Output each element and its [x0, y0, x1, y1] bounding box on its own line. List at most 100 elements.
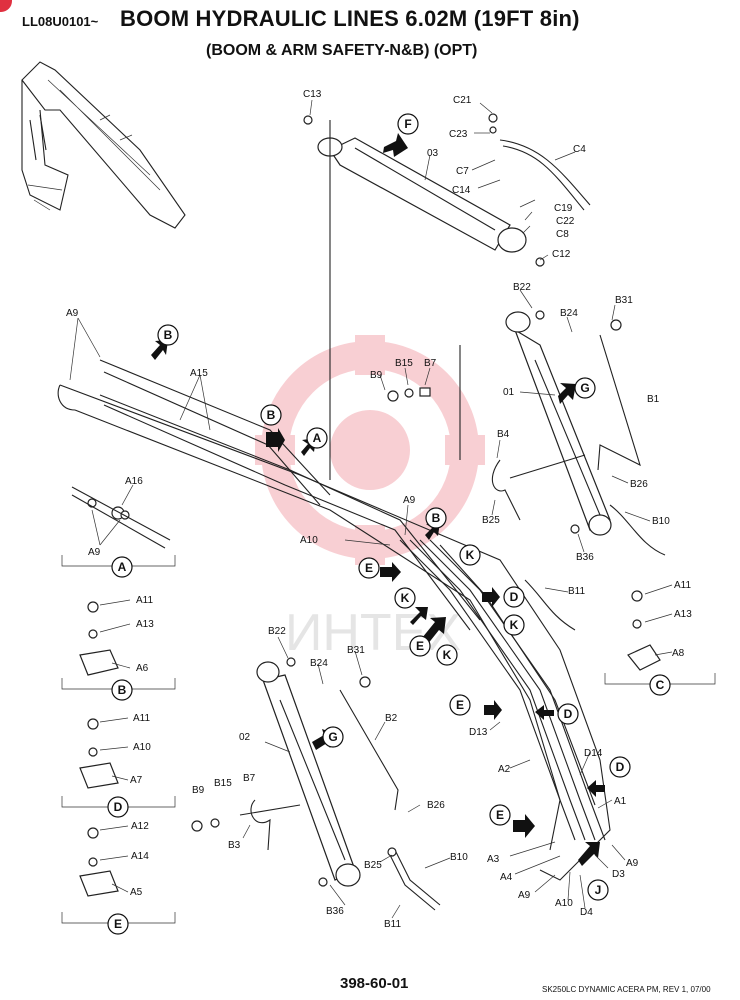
callout-a14: A14: [131, 851, 149, 862]
svg-text:E: E: [496, 808, 504, 822]
svg-text:K: K: [443, 648, 452, 662]
view-marker-K2: K: [394, 587, 416, 609]
svg-text:E: E: [114, 917, 122, 931]
callout-d13: D13: [469, 727, 488, 738]
callout-b26-right: B26: [630, 479, 648, 490]
callout-b26-left: B26: [427, 800, 445, 811]
view-marker-D3: D: [609, 756, 631, 778]
section-label-C: C: [649, 674, 671, 696]
callout-a1: A1: [614, 796, 627, 807]
view-marker-D2: D: [557, 703, 579, 725]
svg-text:K: K: [510, 618, 519, 632]
excavator-thumbnail: [21, 61, 186, 229]
page-number: 398-60-01: [340, 975, 409, 992]
callout-a9-right: A9: [626, 858, 639, 869]
callout-b9-left: B9: [192, 785, 205, 796]
callout-b22-top: B22: [513, 282, 531, 293]
arm-cylinder-03: [317, 137, 527, 253]
callout-b7-left: B7: [243, 773, 256, 784]
callout-a9-secA: A9: [88, 547, 101, 558]
part-callouts: C13 C21 C23 C4 C7 03 C14 C19 C22 C8 C12 …: [66, 89, 692, 930]
callout-c14: C14: [452, 185, 471, 196]
callout-b15-top: B15: [395, 358, 413, 369]
view-marker-B2: B: [260, 404, 282, 426]
svg-text:F: F: [404, 117, 411, 131]
callout-a13-secC: A13: [674, 609, 692, 620]
view-marker-K4: K: [436, 644, 458, 666]
callout-b24-top: B24: [560, 308, 578, 319]
callout-a13-secB: A13: [136, 619, 154, 630]
svg-text:D: D: [616, 760, 625, 774]
callout-a10-bottom: A10: [555, 898, 573, 909]
tube-b1: [597, 334, 641, 471]
svg-text:B: B: [164, 328, 173, 342]
callout-a9-top: A9: [66, 308, 79, 319]
callout-c13: C13: [303, 89, 322, 100]
callout-c12: C12: [552, 249, 571, 260]
callout-c8: C8: [556, 229, 569, 240]
svg-text:K: K: [466, 548, 475, 562]
callout-c19: C19: [554, 203, 573, 214]
model-note: SK250LC DYNAMIC ACERA PM, REV 1, 07/00: [542, 985, 711, 994]
page-subtitle: (BOOM & ARM SAFETY-N&B) (OPT): [206, 42, 478, 59]
boom-outline: [57, 120, 611, 881]
callout-b25-right: B25: [482, 515, 500, 526]
tube-b2: [339, 689, 399, 811]
svg-text:A: A: [313, 431, 322, 445]
section-label-A: A: [111, 556, 133, 578]
callout-b7-top: B7: [424, 358, 437, 369]
view-marker-B1: B: [157, 324, 179, 346]
svg-text:K: K: [401, 591, 410, 605]
callout-b1: B1: [647, 394, 660, 405]
boom-cylinder-02: [256, 661, 361, 887]
drawing-code: LL08U0101~: [22, 14, 99, 29]
svg-text:D: D: [114, 800, 123, 814]
boom-cylinder-01: [505, 311, 612, 536]
view-marker-G2: G: [322, 726, 344, 748]
leader-lines: [69, 99, 673, 919]
callout-a9-bottom: A9: [518, 890, 531, 901]
callout-b24-left: B24: [310, 658, 328, 669]
svg-text:E: E: [365, 561, 373, 575]
callout-b10-right: B10: [652, 516, 670, 527]
callout-b15-left: B15: [214, 778, 232, 789]
callout-a7: A7: [130, 775, 143, 786]
svg-text:J: J: [595, 883, 602, 897]
callout-a8: A8: [672, 648, 685, 659]
hose-b10-left: [394, 849, 441, 906]
hose-c4: [499, 139, 591, 206]
callout-c7: C7: [456, 166, 469, 177]
view-marker-G1: G: [574, 377, 596, 399]
callout-c21: C21: [453, 95, 472, 106]
view-marker-E4: E: [489, 804, 511, 826]
callout-c4: C4: [573, 144, 586, 155]
callout-a16: A16: [125, 476, 143, 487]
view-marker-K3: K: [503, 614, 525, 636]
view-marker-E1: E: [358, 557, 380, 579]
callout-a12: A12: [131, 821, 149, 832]
svg-text:B: B: [432, 511, 441, 525]
hydraulic-line-bundle: [399, 539, 606, 841]
callout-a4: A4: [500, 872, 513, 883]
view-marker-K1: K: [459, 544, 481, 566]
callout-c23: C23: [449, 129, 468, 140]
svg-text:D: D: [510, 590, 519, 604]
callout-c22: C22: [556, 216, 575, 227]
callout-b31-top: B31: [615, 295, 633, 306]
callout-b11-right: B11: [568, 586, 585, 597]
svg-text:B: B: [118, 683, 127, 697]
view-marker-B3: B: [425, 507, 447, 529]
section-label-D: D: [107, 796, 129, 818]
callout-b11-left: B11: [384, 919, 401, 930]
callout-a10-secD: A10: [133, 742, 151, 753]
callout-a3: A3: [487, 854, 500, 865]
callout-03: 03: [427, 148, 439, 159]
callout-a11-secC: A11: [674, 580, 691, 591]
svg-text:D: D: [564, 707, 573, 721]
callout-b25-left: B25: [364, 860, 382, 871]
callout-d3: D3: [612, 869, 625, 880]
svg-text:C: C: [656, 678, 665, 692]
callout-d4: D4: [580, 907, 593, 918]
callout-a11-secB: A11: [136, 595, 153, 606]
callout-b3: B3: [228, 840, 241, 851]
